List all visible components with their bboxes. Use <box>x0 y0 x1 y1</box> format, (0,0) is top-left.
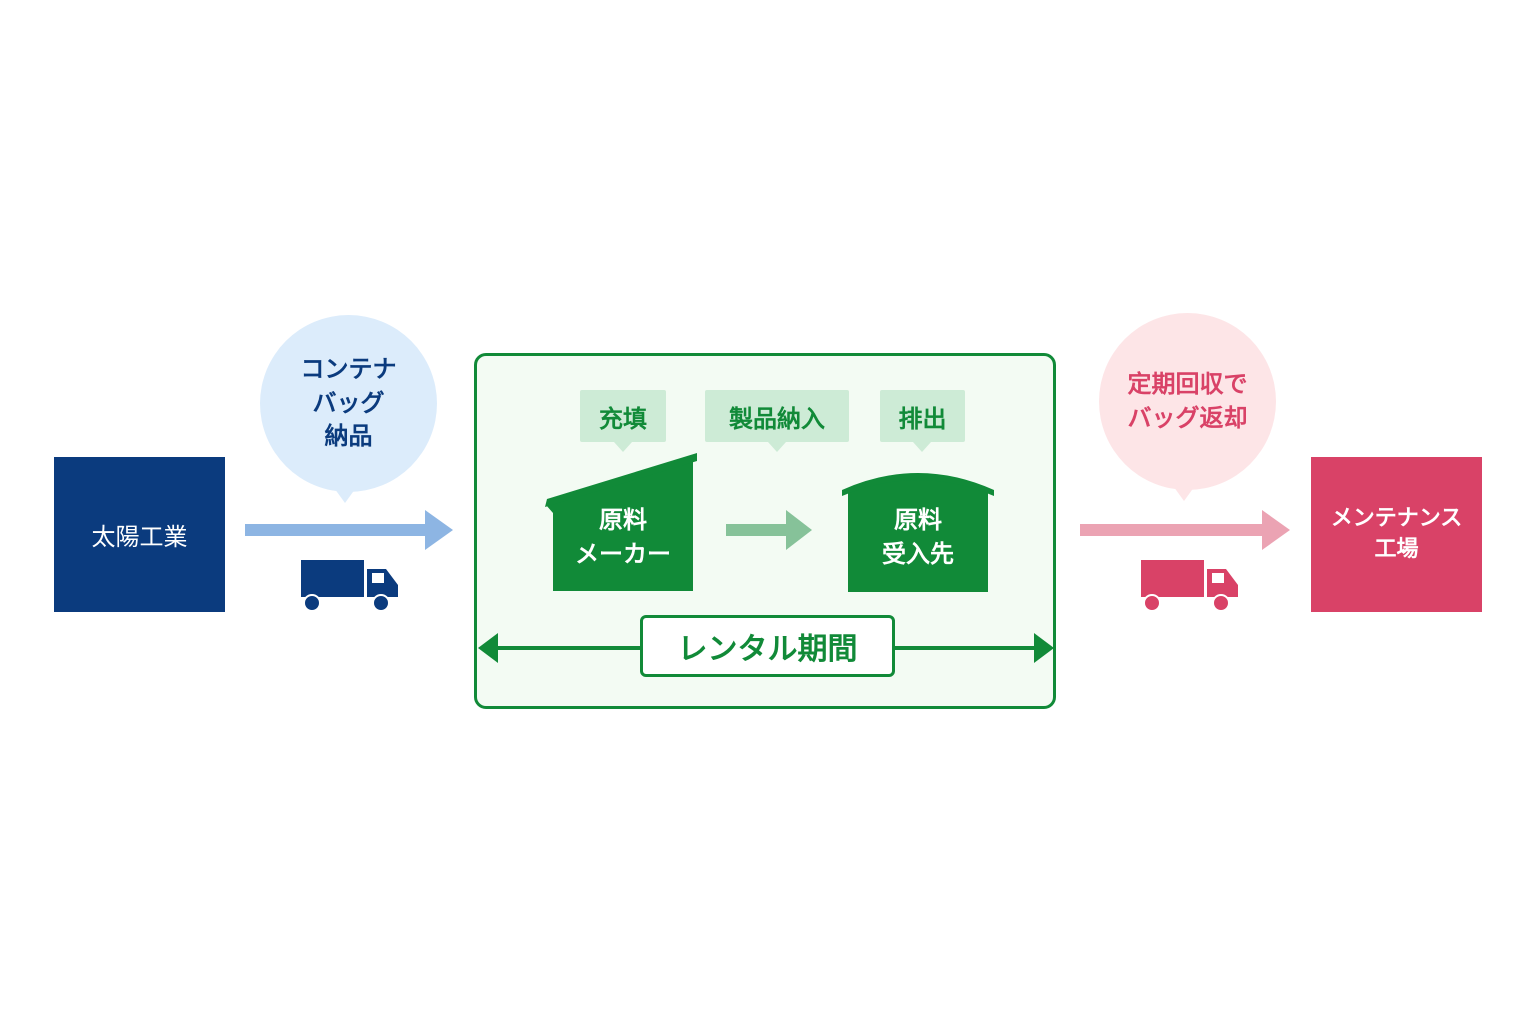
tag-filling-tail <box>614 442 632 452</box>
maker-building-icon <box>545 453 697 591</box>
rental-period-box: レンタル期間 <box>640 615 895 677</box>
delivery-bubble-text: コンテナ バッグ 納品 <box>300 355 397 451</box>
return-bubble: 定期回収で バッグ返却 <box>1099 313 1276 490</box>
tag-discharge: 排出 <box>880 390 965 442</box>
return-truck-icon <box>1141 560 1238 612</box>
rental-period-label: レンタル期間 <box>677 632 858 667</box>
tag-discharge-tail <box>913 442 931 452</box>
return-bubble-text: 定期回収で バッグ返却 <box>1127 369 1248 432</box>
truck-icon <box>301 560 398 612</box>
tag-discharge-label: 排出 <box>898 404 947 433</box>
receiver-building-label: 原料 受入先 <box>882 506 954 568</box>
receiver-building-icon <box>842 473 994 592</box>
delivery-bubble-tail <box>332 485 358 503</box>
supplier-box: 太陽工業 <box>54 457 225 612</box>
tag-filling-label: 充填 <box>599 404 647 433</box>
return-arrow-icon <box>1080 510 1290 550</box>
product-arrow-icon <box>726 510 812 550</box>
receiver-building-label-box: 原料 受入先 <box>848 498 988 578</box>
tag-product-delivery: 製品納入 <box>705 390 849 442</box>
supplier-label: 太陽工業 <box>91 523 188 551</box>
tag-filling: 充填 <box>580 390 666 442</box>
delivery-bubble: コンテナ バッグ 納品 <box>260 315 437 492</box>
maker-building-label-box: 原料 メーカー <box>553 498 693 578</box>
delivery-arrow-icon <box>245 510 453 550</box>
return-bubble-tail <box>1171 483 1197 501</box>
tag-product-delivery-label: 製品納入 <box>729 404 825 433</box>
tag-product-delivery-tail <box>768 442 786 452</box>
maintenance-box: メンテナンス 工場 <box>1311 457 1482 612</box>
maker-building-label: 原料 メーカー <box>575 506 671 568</box>
maintenance-label: メンテナンス 工場 <box>1330 505 1463 562</box>
